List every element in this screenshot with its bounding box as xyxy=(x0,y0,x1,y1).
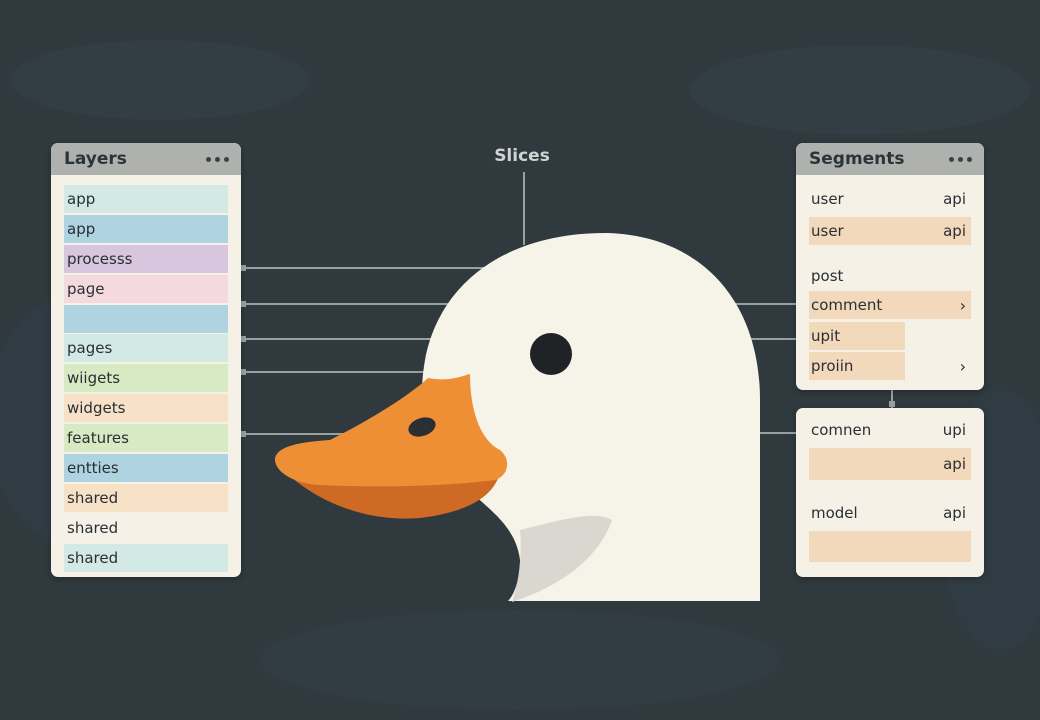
segment-tag: api xyxy=(943,222,966,240)
connector-node xyxy=(889,401,895,407)
layer-label: features xyxy=(67,429,129,448)
layers-panel-header: Layers xyxy=(51,143,241,175)
layer-item[interactable]: entties xyxy=(64,454,228,483)
layer-item[interactable]: features xyxy=(64,424,228,453)
layers-list: app app processs paɡe pages wiigets widgets fea… xyxy=(64,185,228,574)
segment-placeholder xyxy=(809,531,971,562)
segment-row[interactable]: model api xyxy=(809,499,971,527)
layer-item[interactable]: shared xyxy=(64,483,228,512)
connector-node xyxy=(240,301,246,307)
segment-label: proiin xyxy=(809,352,905,380)
duck-head xyxy=(421,232,760,601)
segment-tag: api xyxy=(943,504,966,522)
layer-label: app xyxy=(67,190,96,208)
layer-label: shared xyxy=(67,488,119,507)
layer-item[interactable]: wiigets xyxy=(64,364,228,393)
segment-label: model xyxy=(811,504,858,522)
layer-item[interactable]: pages xyxy=(64,334,228,363)
connector-node xyxy=(240,265,246,271)
segment-row[interactable]: upit xyxy=(809,322,905,350)
segment-label: user xyxy=(811,222,844,240)
layer-item[interactable]: app xyxy=(64,185,228,213)
segments-panel-title: Segments xyxy=(809,149,905,169)
layer-label: app xyxy=(67,219,96,238)
segment-label: comnen xyxy=(811,421,872,439)
connector-node xyxy=(240,336,246,342)
duck-eye xyxy=(530,333,572,375)
layer-item[interactable]: app xyxy=(64,214,228,243)
segment-row[interactable]: user api xyxy=(809,185,971,213)
layer-label: wiigets xyxy=(67,369,121,388)
segment-row[interactable]: post xyxy=(809,262,971,290)
layer-label: widgets xyxy=(67,399,126,418)
segment-row[interactable]: proiin › xyxy=(809,352,971,380)
layer-label: entties xyxy=(67,459,119,478)
duck-beak-upper xyxy=(274,374,508,487)
segment-row[interactable]: api xyxy=(809,448,971,480)
layer-item[interactable]: processs xyxy=(64,244,228,273)
duck-nostril xyxy=(408,417,436,437)
layer-item[interactable] xyxy=(64,304,228,333)
duck-neck-shadow xyxy=(512,515,612,602)
segment-label: post xyxy=(811,267,844,285)
layer-label: shared xyxy=(67,548,119,567)
segments-panel-lower: comnen upi api model api xyxy=(796,408,984,577)
layer-label: pages xyxy=(67,339,113,358)
segment-tag: api xyxy=(943,455,966,473)
segment-label: user xyxy=(811,190,844,208)
layer-item[interactable]: paɡe xyxy=(64,274,228,303)
layer-item[interactable]: shared xyxy=(64,543,228,572)
layer-item[interactable]: widgets xyxy=(64,394,228,423)
layers-panel: Layers app app processs paɡe pages wiigets wid… xyxy=(51,143,241,577)
slices-label: Slices xyxy=(494,146,550,166)
layers-panel-title: Layers xyxy=(64,149,127,169)
more-dots-icon[interactable] xyxy=(949,156,972,162)
segment-row[interactable]: comment › xyxy=(809,291,971,319)
segment-row[interactable]: user api xyxy=(809,217,971,245)
layer-label: shared xyxy=(67,518,119,537)
segments-panel: Segments user api user api post comment … xyxy=(796,143,984,390)
segment-tag: upi xyxy=(942,421,966,439)
chevron-right-icon[interactable]: › xyxy=(959,295,966,315)
connector-node xyxy=(240,369,246,375)
segment-label: comment xyxy=(811,296,883,314)
segment-label: upit xyxy=(811,327,841,345)
segment-row[interactable]: comnen upi xyxy=(809,416,971,444)
layer-label: paɡe xyxy=(67,279,105,298)
segment-tag: api xyxy=(943,190,966,208)
chevron-right-icon[interactable]: › xyxy=(959,356,966,376)
layer-label: processs xyxy=(67,249,133,268)
segments-panel-header: Segments xyxy=(796,143,984,175)
layer-item[interactable]: shared xyxy=(64,513,228,542)
more-dots-icon[interactable] xyxy=(206,156,229,162)
connector-node xyxy=(240,431,246,437)
